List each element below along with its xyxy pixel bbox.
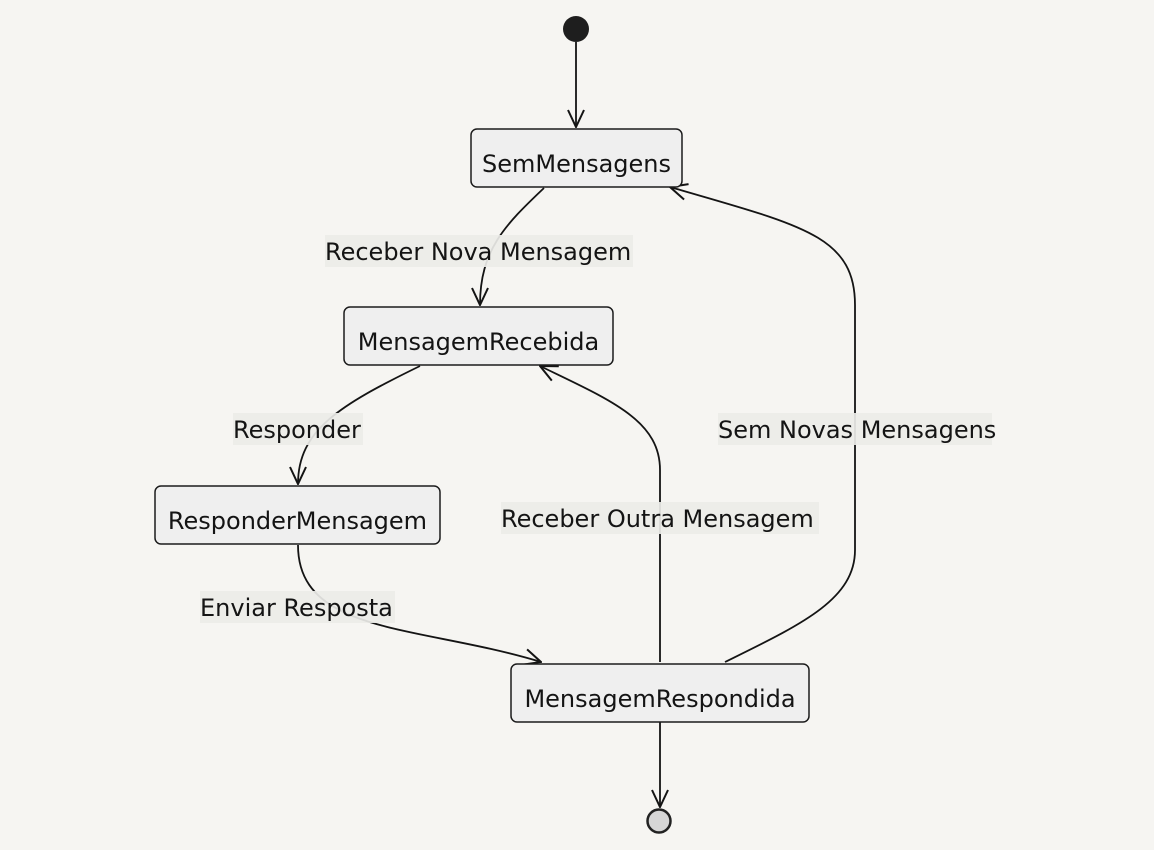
svg-text:ResponderMensagem: ResponderMensagem: [168, 507, 427, 535]
end-node: [646, 808, 672, 834]
svg-text:MensagemRecebida: MensagemRecebida: [358, 328, 599, 356]
state-sem-mensagens: SemMensagens: [470, 128, 683, 188]
transition-label-responder: Responder: [233, 413, 363, 445]
svg-text:Responder: Responder: [233, 416, 361, 444]
svg-text:SemMensagens: SemMensagens: [482, 150, 671, 178]
edge-responder-mensagem-to-mensagem-respondida: [297, 544, 541, 662]
svg-text:Enviar Resposta: Enviar Resposta: [200, 594, 393, 622]
edge-mensagem-respondida-to-mensagem-recebida: [540, 366, 661, 662]
transition-label-receber-nova-mensagem: Receber Nova Mensagem: [325, 235, 633, 267]
state-mensagem-recebida: MensagemRecebida: [343, 306, 614, 366]
transition-label-receber-outra-mensagem: Receber Outra Mensagem: [501, 502, 819, 534]
svg-text:Receber Outra Mensagem: Receber Outra Mensagem: [501, 505, 814, 533]
edge-mensagem-respondida-to-sem-mensagens: [670, 187, 856, 663]
transition-label-sem-novas-mensagens: Sem Novas Mensagens: [718, 413, 996, 445]
state-mensagem-respondida: MensagemRespondida: [510, 663, 810, 723]
svg-text:Receber Nova Mensagem: Receber Nova Mensagem: [325, 238, 631, 266]
svg-text:Sem Novas Mensagens: Sem Novas Mensagens: [718, 416, 996, 444]
transition-label-enviar-resposta: Enviar Resposta: [200, 591, 395, 623]
start-node: [563, 16, 589, 42]
svg-text:MensagemRespondida: MensagemRespondida: [524, 685, 795, 713]
state-responder-mensagem: ResponderMensagem: [154, 485, 441, 545]
